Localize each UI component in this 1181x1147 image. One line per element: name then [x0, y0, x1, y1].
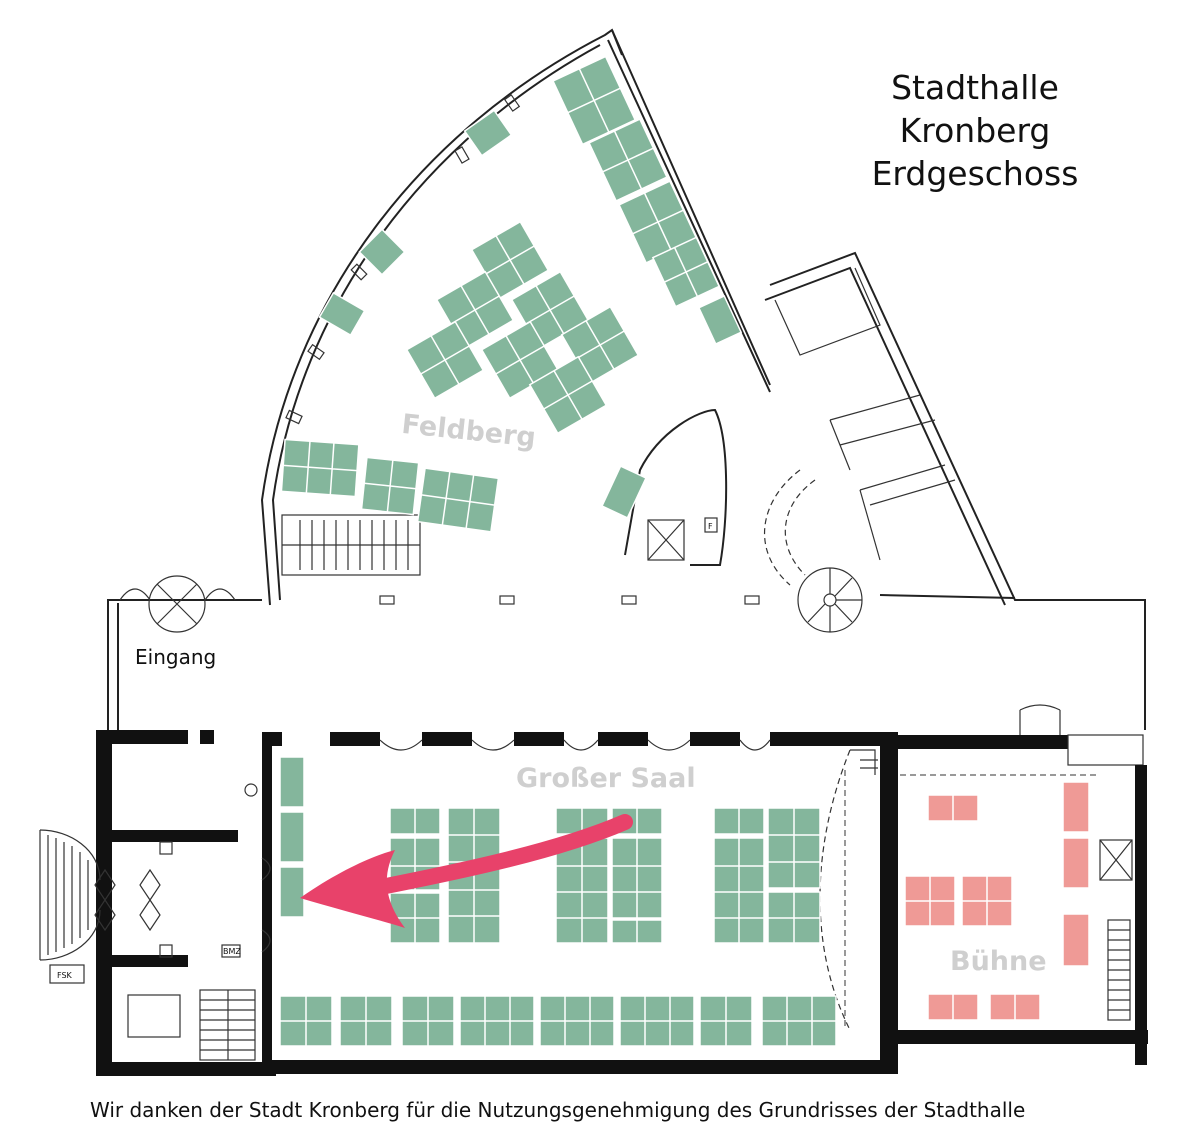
feldberg-staircase — [281, 514, 421, 576]
caption: Wir danken der Stadt Kronberg für die Nu… — [90, 1098, 1026, 1122]
title-line-3: Erdgeschoss — [871, 154, 1079, 193]
grosser-saal-walls — [262, 732, 898, 1074]
corridor-windows — [379, 595, 760, 605]
feldberg-walls — [107, 28, 771, 730]
buehne-walls — [898, 704, 1148, 1065]
bar-arc — [764, 469, 816, 586]
service-wing — [764, 251, 1146, 730]
entrance-door — [119, 575, 236, 633]
saal-tables — [279, 756, 837, 1047]
feldberg-label: Feldberg — [400, 409, 537, 454]
plan-title: Stadthalle Kronberg Erdgeschoss — [860, 66, 1090, 195]
elevator-core: F — [624, 408, 728, 566]
spiral-stair — [797, 567, 863, 633]
fsk-label: FSK — [57, 971, 73, 980]
direction-arrow — [300, 814, 633, 928]
eingang-label: Eingang — [135, 645, 216, 669]
grosser-saal-label: Großer Saal — [516, 763, 696, 794]
lobby-walls: BMZ FSK — [39, 730, 276, 1076]
buehne-label: Bühne — [950, 946, 1047, 977]
f-label: F — [708, 522, 713, 531]
feldberg-tables — [280, 55, 743, 533]
title-line-1: Stadthalle — [891, 68, 1059, 107]
bmz-label: BMZ — [223, 947, 241, 956]
buehne-tables — [904, 781, 1090, 1021]
title-line-2: Kronberg — [899, 111, 1051, 150]
